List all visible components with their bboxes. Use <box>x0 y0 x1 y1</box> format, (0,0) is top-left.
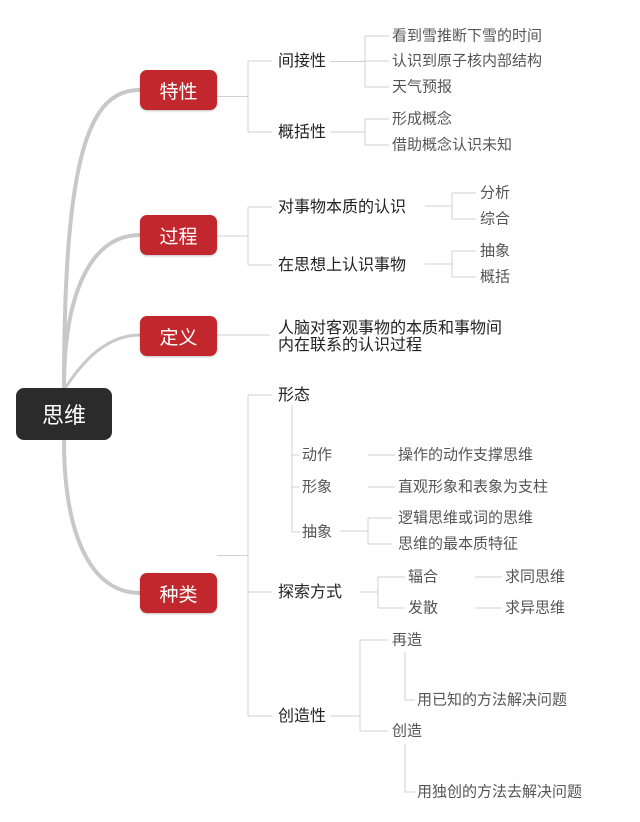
root-branch-curve <box>62 333 141 390</box>
leaf[interactable]: 用已知的方法解决问题 <box>417 690 568 709</box>
leaf[interactable]: 抽象 <box>480 241 511 260</box>
root-node[interactable]: 思维 <box>16 388 112 440</box>
leaf[interactable]: 求同思维 <box>505 567 566 586</box>
node-general[interactable]: 概括性 <box>278 122 327 141</box>
leaf[interactable]: 认识到原子核内部结构 <box>392 51 543 70</box>
leaf[interactable]: 借助概念认识未知 <box>392 135 513 154</box>
node-image[interactable]: 形象 <box>302 477 333 496</box>
leaf[interactable]: 天气预报 <box>392 77 453 96</box>
node-reproduce[interactable]: 再造 <box>392 630 423 649</box>
node-explore[interactable]: 探索方式 <box>278 582 343 601</box>
leaf[interactable]: 形成概念 <box>392 109 453 128</box>
branch-process[interactable]: 过程 <box>140 215 217 255</box>
branch-traits[interactable]: 特性 <box>140 70 217 110</box>
leaf[interactable]: 看到雪推断下雪的时间 <box>392 26 543 45</box>
definition-line-1: 人脑对客观事物的本质和事物间 <box>278 318 503 337</box>
node-abstract[interactable]: 抽象 <box>302 522 333 541</box>
leaf[interactable]: 操作的动作支撑思维 <box>398 445 534 464</box>
node-creative[interactable]: 创造性 <box>278 706 327 725</box>
node-form[interactable]: 形态 <box>278 385 311 404</box>
definition-line-2: 内在联系的认识过程 <box>278 335 423 354</box>
leaf[interactable]: 分析 <box>480 183 511 202</box>
node-mind[interactable]: 在思想上认识事物 <box>278 255 407 274</box>
connector <box>404 744 415 793</box>
leaf[interactable]: 概括 <box>480 267 511 286</box>
branch-types[interactable]: 种类 <box>140 573 217 613</box>
leaf[interactable]: 直观形象和表象为支柱 <box>398 477 549 496</box>
leaf[interactable]: 综合 <box>480 209 511 228</box>
leaf[interactable]: 逻辑思维或词的思维 <box>398 508 534 527</box>
connector <box>404 652 415 701</box>
node-divergent[interactable]: 发散 <box>408 598 439 617</box>
root-branch-curve <box>62 88 141 389</box>
node-create[interactable]: 创造 <box>392 721 423 740</box>
node-indirect[interactable]: 间接性 <box>278 51 327 70</box>
branch-definition[interactable]: 定义 <box>140 316 217 356</box>
root-branch-curve <box>62 439 141 595</box>
node-essence[interactable]: 对事物本质的认识 <box>278 197 407 216</box>
leaf[interactable]: 求异思维 <box>505 598 566 617</box>
node-convergent[interactable]: 辐合 <box>408 567 439 586</box>
root-branch-curve <box>62 233 141 389</box>
leaf[interactable]: 用独创的方法去解决问题 <box>417 782 583 801</box>
leaf[interactable]: 思维的最本质特征 <box>398 534 519 553</box>
node-action[interactable]: 动作 <box>302 445 333 464</box>
